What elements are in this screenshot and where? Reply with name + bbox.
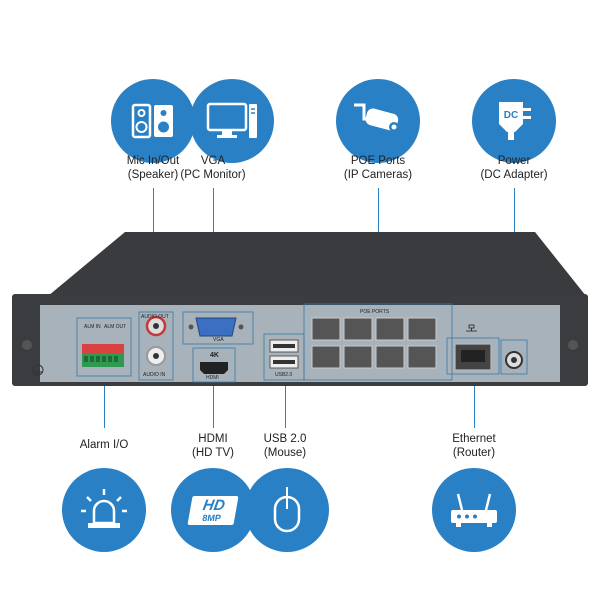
- hd-icon: HD 8MP: [187, 495, 239, 525]
- alm-out-label: ALM OUT: [104, 324, 127, 330]
- mic-connector-line: [153, 188, 154, 316]
- mic-label: Mic In/Out (Speaker): [88, 154, 218, 182]
- usb-port: [269, 355, 299, 369]
- ethernet-label-line2: (Router): [452, 447, 496, 459]
- hdmi-label: HDMI (HD TV): [148, 432, 278, 460]
- power-connector-line: [514, 188, 515, 340]
- poe-label: POE Ports (IP Cameras): [313, 154, 443, 182]
- poe-panel-label: POE PORTS: [360, 309, 390, 315]
- usb-label-line2: (Mouse): [263, 447, 307, 459]
- chassis-top: [48, 232, 586, 296]
- router-icon: [451, 493, 497, 527]
- hdmi-4k-label: 4K: [210, 352, 219, 359]
- alm-in-label: ALM IN: [84, 324, 101, 330]
- audio-in-label: AUDIO IN: [143, 372, 166, 378]
- vga-connector-line: [213, 188, 214, 316]
- usb-port: [269, 339, 299, 353]
- power-label-line1: Power: [497, 155, 531, 167]
- network-icon: [466, 324, 477, 332]
- 8mp-badge-text: 8MP: [201, 512, 222, 523]
- vga-label: VGA (PC Monitor): [148, 154, 278, 182]
- vga-panel-label: VGA: [213, 337, 224, 343]
- alarm-connector-line: [104, 376, 105, 428]
- dc-badge: DC: [504, 110, 518, 121]
- hdmi-panel-label: HDMI: [206, 375, 219, 381]
- mic-label-line1: Mic In/Out: [126, 155, 180, 167]
- mic-label-line2: (Speaker): [127, 169, 179, 181]
- speaker-icon-circle: [111, 79, 195, 163]
- audio-out-label: AUDIO OUT: [141, 314, 169, 320]
- camera-icon: [354, 103, 399, 132]
- ethernet-port: [454, 343, 492, 371]
- dc-jack: [505, 351, 523, 369]
- screw: [22, 340, 32, 350]
- alarm-green-terminals: [82, 353, 124, 367]
- alarm-light-icon: [81, 489, 127, 528]
- alarm-label-line1: Alarm I/O: [79, 439, 129, 451]
- hdmi-connector-line: [213, 382, 214, 428]
- monitor-icon: [206, 102, 257, 138]
- mouse-icon-circle: [245, 468, 329, 552]
- usb-label-line1: USB 2.0: [263, 433, 307, 445]
- hdmi-port: [200, 362, 228, 374]
- monitor-icon-circle: [190, 79, 274, 163]
- poe-block-frame: [303, 303, 453, 381]
- power-label: Power (DC Adapter): [449, 154, 579, 182]
- ethernet-label: Ethernet (Router): [409, 432, 539, 460]
- poe-label-line1: POE Ports: [350, 155, 406, 167]
- vga-label-line1: VGA: [200, 155, 226, 167]
- hd-icon-circle: HD 8MP: [171, 468, 255, 552]
- vga-label-line2: (PC Monitor): [180, 169, 246, 181]
- power-block-frame: [500, 339, 528, 375]
- router-icon-circle: [432, 468, 516, 552]
- alarm-red-terminals: [82, 344, 124, 353]
- usb-connector-line: [285, 372, 286, 428]
- audio-block-frame: [138, 311, 174, 381]
- power-label-line2: (DC Adapter): [480, 169, 548, 181]
- ethernet-label-line1: Ethernet: [452, 433, 496, 445]
- dc-adapter-icon: DC: [499, 102, 531, 140]
- ethernet-connector-line: [474, 372, 475, 428]
- chassis-front: [12, 294, 588, 386]
- usb-label: USB 2.0 (Mouse): [220, 432, 350, 460]
- poe-label-line2: (IP Cameras): [343, 169, 413, 181]
- ethernet-block-frame: [446, 337, 500, 375]
- mouse-icon: [273, 487, 301, 533]
- vga-port: [195, 317, 237, 337]
- rear-panel: [40, 305, 560, 382]
- camera-icon-circle: [336, 79, 420, 163]
- ground-icon: [32, 364, 44, 376]
- dc-adapter-icon-circle: DC: [472, 79, 556, 163]
- poe-connector-line: [378, 188, 379, 304]
- speaker-icon: [131, 103, 173, 139]
- hdmi-label-line1: HDMI: [198, 433, 228, 445]
- hdmi-label-line2: (HD TV): [192, 447, 234, 459]
- hd-badge-text: HD: [201, 496, 227, 514]
- alarm-label: Alarm I/O: [39, 438, 169, 452]
- screw: [568, 340, 578, 350]
- usb-panel-label: USB2.0: [275, 372, 293, 378]
- audio-in-jack: [146, 346, 166, 366]
- poe-ports: [311, 317, 437, 369]
- alarm-light-icon-circle: [62, 468, 146, 552]
